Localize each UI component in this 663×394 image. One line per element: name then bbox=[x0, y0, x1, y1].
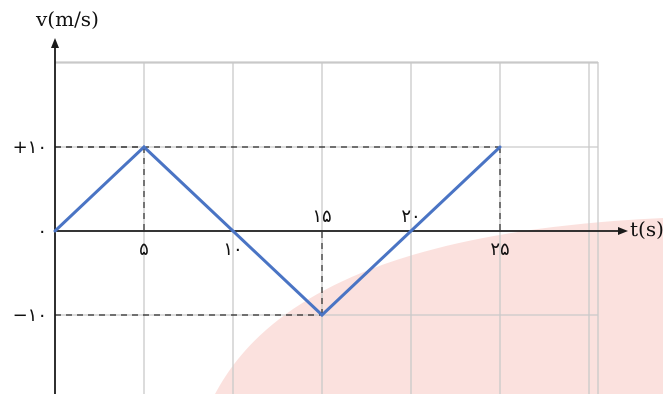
series-point bbox=[142, 145, 146, 149]
x-tick-label: ۲۰ bbox=[401, 206, 420, 227]
x-tick-label: ۱۵ bbox=[312, 206, 331, 227]
x-axis-arrow bbox=[618, 227, 628, 235]
background-shape bbox=[215, 218, 663, 394]
y-tick-label: +۱۰ bbox=[13, 137, 47, 158]
series-point bbox=[320, 313, 324, 317]
tick-labels: ۵ ۱۰ ۱۵ ۲۰ ۲۵ +۱۰ ۰ −۱۰ bbox=[13, 137, 510, 326]
y-axis-arrow bbox=[51, 38, 59, 48]
velocity-series-line bbox=[53, 144, 502, 318]
background-layer bbox=[215, 218, 663, 394]
x-axis-label: t(s) bbox=[630, 217, 663, 241]
x-tick-label: ۱۰ bbox=[223, 239, 242, 260]
series-point bbox=[53, 229, 57, 233]
series-point bbox=[498, 145, 502, 149]
axes bbox=[51, 38, 628, 394]
x-tick-label: ۵ bbox=[139, 239, 149, 260]
y-axis-label: v(m/s) bbox=[35, 7, 99, 31]
series-point bbox=[409, 229, 413, 233]
guide-lines bbox=[55, 146, 501, 316]
series bbox=[53, 144, 502, 318]
x-tick-label: ۲۵ bbox=[490, 239, 509, 260]
y-tick-label: ۰ bbox=[37, 221, 47, 242]
series-point bbox=[231, 229, 235, 233]
y-tick-label: −۱۰ bbox=[13, 305, 47, 326]
